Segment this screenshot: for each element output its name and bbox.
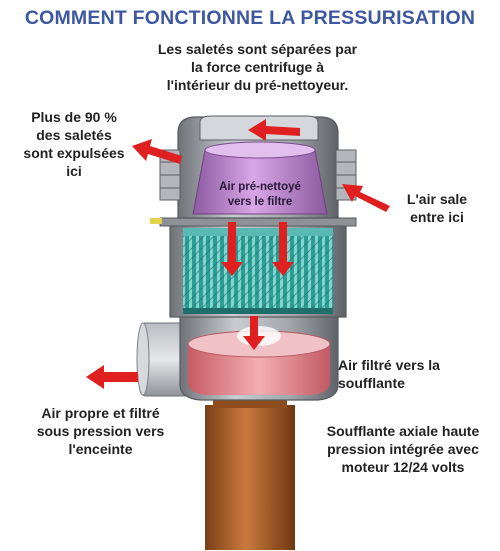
swirl-arrow xyxy=(248,119,300,141)
dirt-expelled-label: Plus de 90 % des saletés sont expulsées … xyxy=(23,109,125,179)
dirty-air-in-label: L'air sale entre ici xyxy=(406,191,468,225)
centrifugal-separation-label: Les saletés sont séparées par la force c… xyxy=(157,41,358,93)
downflow-arrow-right xyxy=(272,222,294,276)
clean-air-out-label: Air propre et filtré sous pression vers … xyxy=(36,405,165,457)
airflow-arrows xyxy=(86,119,390,389)
downflow-arrow-left xyxy=(221,222,243,276)
blower-chamber xyxy=(188,344,330,395)
filtered-to-blower-label: Air filtré vers la soufflante xyxy=(338,357,440,391)
expelled-arrow xyxy=(132,139,182,164)
prefiltered-air-label: Air pré-nettoyé vers le filtre xyxy=(219,181,301,208)
clean-air-arrow xyxy=(86,365,138,389)
to-blower-arrow xyxy=(243,316,265,350)
blower-label: Soufflante axiale haute pression intégré… xyxy=(326,423,480,475)
page-title: COMMENT FONCTIONNE LA PRESSURISATION xyxy=(24,7,476,29)
dirty-air-arrow xyxy=(342,184,390,212)
blower-motor xyxy=(205,405,295,550)
